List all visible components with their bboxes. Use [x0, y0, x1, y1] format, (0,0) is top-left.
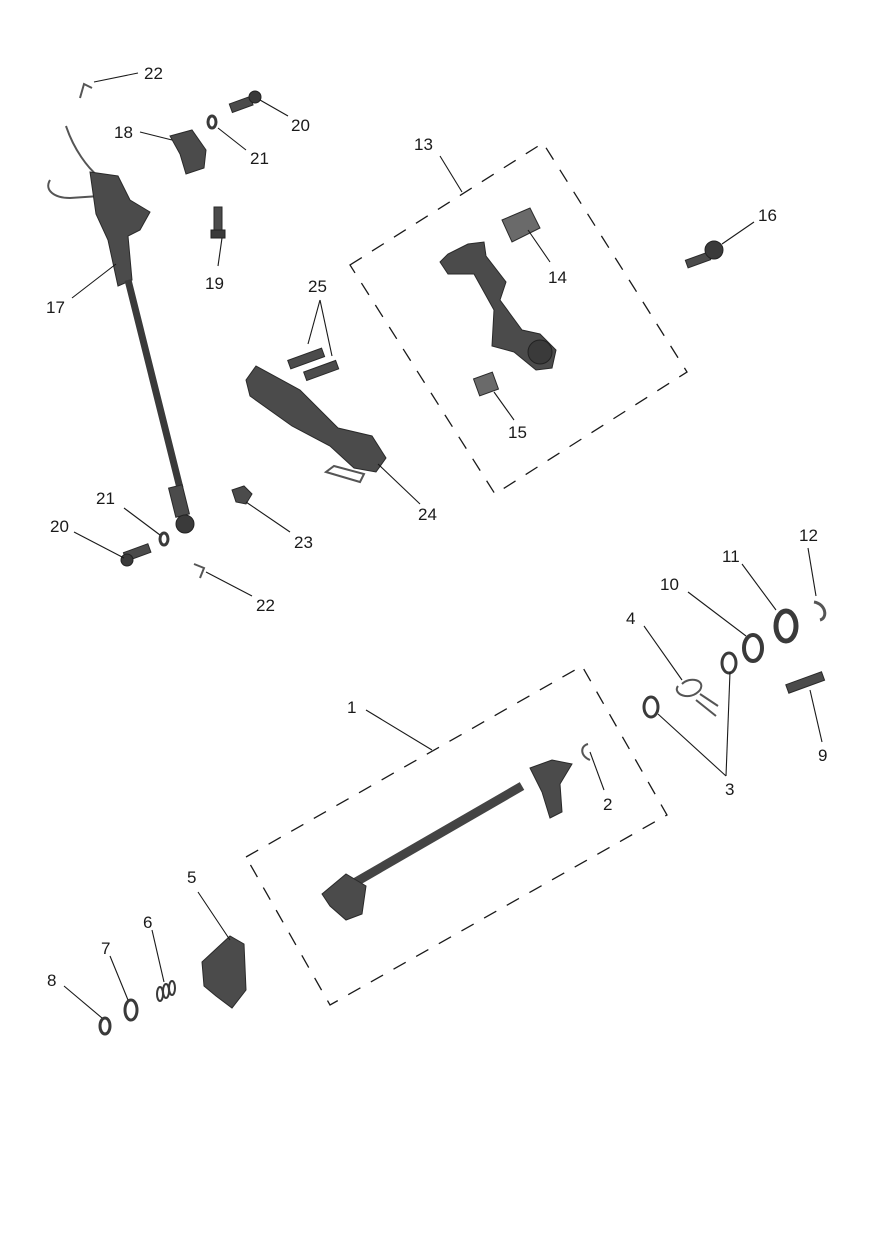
bolts-25 [287, 347, 340, 382]
oring-3a [642, 695, 660, 719]
callout-23: 23 [294, 533, 313, 552]
callout-6: 6 [143, 913, 152, 932]
pin-19 [210, 206, 226, 239]
pedal-rubber-14 [501, 207, 541, 243]
callout-24: 24 [418, 505, 437, 524]
washer-21-bottom [158, 531, 170, 547]
bolt-20-bottom [120, 543, 152, 567]
callout-20-bottom: 20 [50, 517, 69, 536]
ring-7 [123, 998, 139, 1022]
callout-4: 4 [626, 609, 635, 628]
callout-19: 19 [205, 274, 224, 293]
shift-rod-17 [47, 125, 195, 534]
callout-17: 17 [46, 298, 65, 317]
callout-12: 12 [799, 526, 818, 545]
callout-11: 11 [722, 547, 740, 566]
spring-4 [675, 678, 719, 717]
assembly-13-outline [349, 142, 688, 495]
washer-11 [773, 608, 799, 644]
bolt-20-top [228, 90, 262, 114]
clamp-18 [169, 129, 207, 175]
ring-8 [98, 1016, 112, 1036]
lever-24 [245, 365, 387, 484]
callout-22-bottom: 22 [256, 596, 275, 615]
callout-10: 10 [660, 575, 679, 594]
callout-3: 3 [725, 780, 734, 799]
callout-22-top: 22 [144, 64, 163, 83]
circlip-2 [581, 743, 591, 761]
callout-13: 13 [414, 135, 433, 154]
callout-15: 15 [508, 423, 527, 442]
callout-2: 2 [603, 795, 612, 814]
callout-16: 16 [758, 206, 777, 225]
washer-21-top [206, 114, 218, 130]
pedal-13 [439, 241, 557, 371]
callout-8: 8 [47, 971, 56, 990]
pin-9 [785, 671, 826, 694]
spring-6 [156, 980, 176, 1002]
clip-22-top [79, 82, 93, 99]
assembly-1-outline [245, 665, 668, 1006]
oring-3b [720, 651, 738, 675]
plate-5 [201, 935, 247, 1009]
callout-14: 14 [548, 268, 567, 287]
circlip-12 [813, 600, 827, 622]
callout-1: 1 [347, 698, 356, 717]
shift-shaft-1 [321, 759, 573, 921]
nut-23 [231, 485, 253, 505]
callout-9: 9 [818, 746, 827, 765]
callout-21-top: 21 [250, 149, 269, 168]
callout-5: 5 [187, 868, 196, 887]
bush-15 [472, 371, 500, 397]
callout-21-bottom: 21 [96, 489, 115, 508]
clip-22-bottom [193, 563, 206, 579]
washer-10 [742, 633, 764, 663]
callout-18: 18 [114, 123, 133, 142]
callout-7: 7 [101, 939, 110, 958]
callout-20-top: 20 [291, 116, 310, 135]
leader-lines [63, 72, 823, 1019]
pivot-bolt-16 [684, 240, 724, 269]
callout-25: 25 [308, 277, 327, 296]
